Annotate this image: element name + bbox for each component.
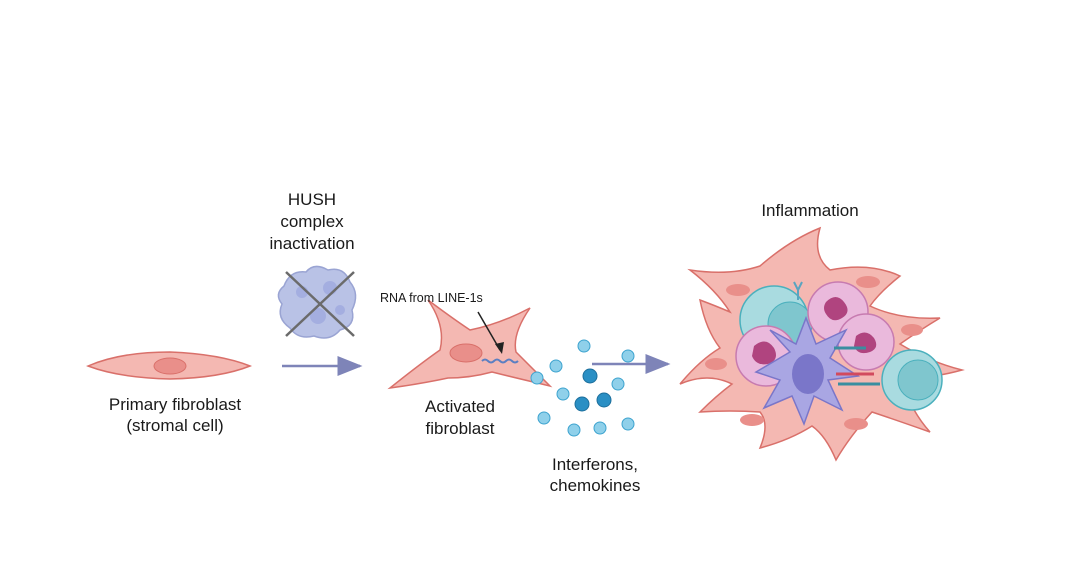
neutrophil-cell-2 bbox=[837, 313, 895, 371]
activated-fibroblast-label: Activated bbox=[425, 397, 495, 416]
hush-label-line2: complex bbox=[280, 212, 344, 231]
inflammation-cluster bbox=[679, 226, 965, 462]
rna-pointer-line bbox=[477, 311, 501, 351]
chemokines-label: chemokines bbox=[549, 476, 641, 495]
rna-label: RNA from LINE-1s bbox=[380, 291, 483, 305]
hush-label-line1: HUSH bbox=[287, 190, 337, 209]
cross-line-2 bbox=[285, 271, 355, 337]
dendritic-cell bbox=[754, 315, 861, 427]
primary-fibroblast-nucleus bbox=[153, 357, 187, 375]
hush-complex-icon bbox=[277, 265, 357, 339]
cytokine-particles bbox=[530, 339, 635, 437]
lymphocyte-cell-2 bbox=[881, 349, 943, 411]
inflammation-label: Inflammation bbox=[761, 201, 859, 220]
activated-fibroblast-cell bbox=[387, 299, 553, 390]
hush-label-line3: inactivation bbox=[269, 234, 355, 253]
interferons-label: Interferons, bbox=[552, 455, 638, 474]
primary-fibroblast-sublabel: (stromal cell) bbox=[126, 416, 224, 435]
line1-rna-strand bbox=[481, 358, 519, 364]
primary-fibroblast-cell bbox=[86, 351, 253, 380]
activated-fibroblast-sublabel: fibroblast bbox=[425, 419, 495, 438]
activated-fibroblast-nucleus bbox=[449, 343, 483, 363]
receptor-markers bbox=[793, 281, 880, 386]
primary-fibroblast-label: Primary fibroblast bbox=[108, 395, 242, 414]
